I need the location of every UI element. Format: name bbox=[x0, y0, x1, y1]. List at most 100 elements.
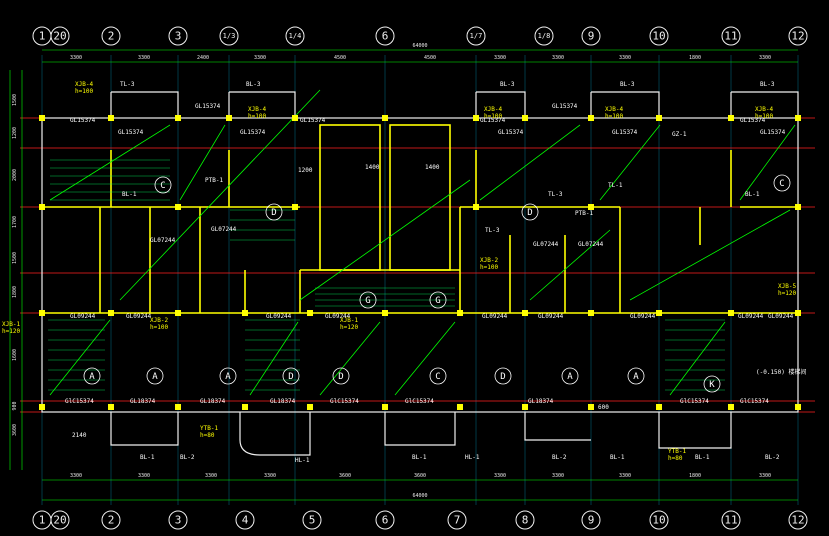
beam-label: TL-3 bbox=[548, 191, 563, 198]
axis-label-top: 20 bbox=[53, 30, 66, 43]
axis-label-bottom: 11 bbox=[724, 514, 737, 527]
dim-label: 1200 bbox=[298, 167, 313, 174]
slab-label: PTB-1 bbox=[205, 177, 223, 184]
side-dim: 1500 bbox=[12, 252, 18, 264]
yellow-beams bbox=[42, 124, 798, 314]
beam-label: HL-1 bbox=[295, 457, 310, 464]
dim-label: 1400 bbox=[425, 164, 440, 171]
beam-label: BL-1 bbox=[122, 191, 137, 198]
side-dim: 1200 bbox=[12, 127, 18, 139]
axis-label-bottom: 9 bbox=[588, 514, 595, 527]
slab-label: XJB-4 bbox=[605, 106, 623, 113]
side-dim: 1600 bbox=[12, 349, 18, 361]
beam-label: GlC15374 bbox=[680, 398, 709, 405]
side-dim: 1500 bbox=[12, 94, 18, 106]
axis-label-top: 1/3 bbox=[223, 32, 236, 40]
axis-label-top: 1/8 bbox=[538, 32, 551, 40]
beam-label: HL-1 bbox=[465, 454, 480, 461]
slab-label: h=120 bbox=[2, 328, 20, 335]
slab-label: XJB-2 bbox=[150, 317, 168, 324]
slab-label: h=100 bbox=[75, 88, 93, 95]
columns bbox=[39, 115, 801, 410]
beam-label: GlC15374 bbox=[330, 398, 359, 405]
bottom-dim: 3300 bbox=[619, 473, 631, 479]
slab-label: XJB-4 bbox=[484, 106, 502, 113]
beam-label: BL-1 bbox=[610, 454, 625, 461]
room-letter: A bbox=[89, 372, 95, 382]
axis-label-bottom: 12 bbox=[791, 514, 804, 527]
top-dim: 3300 bbox=[619, 55, 631, 61]
dimension-texts: 64000 3300 3300 2400 3300 4500 4500 3300… bbox=[12, 43, 771, 499]
axis-label-bottom: 20 bbox=[53, 514, 66, 527]
room-letter: D bbox=[338, 372, 343, 382]
room-letter: D bbox=[500, 372, 505, 382]
bottom-dim: 3300 bbox=[759, 473, 771, 479]
slab-label: XJB-2 bbox=[480, 257, 498, 264]
beam-label: BL-1 bbox=[140, 454, 155, 461]
room-letter: A bbox=[225, 372, 231, 382]
rebar-diagonals bbox=[49, 89, 796, 396]
top-dim: 3300 bbox=[494, 55, 506, 61]
axis-label-bottom: 4 bbox=[242, 514, 249, 527]
beam-label: GL18374 bbox=[130, 398, 156, 405]
top-dim: 1800 bbox=[689, 55, 701, 61]
axis-label-top: 6 bbox=[382, 30, 389, 43]
room-letter: K bbox=[709, 380, 715, 390]
beam-label: GL18374 bbox=[200, 398, 226, 405]
beam-label: BL-2 bbox=[765, 454, 780, 461]
top-dim: 4500 bbox=[424, 55, 436, 61]
axis-label-top: 11 bbox=[724, 30, 737, 43]
axis-label-top: 1/7 bbox=[470, 32, 483, 40]
beam-label: GL07244 bbox=[150, 237, 176, 244]
axis-label-top: 3 bbox=[175, 30, 182, 43]
note-label: (-0.150) 楼梯间 bbox=[756, 368, 807, 376]
beam-label: GL15374 bbox=[300, 117, 326, 124]
dim-label: 1400 bbox=[365, 164, 380, 171]
beam-label: BL-1 bbox=[412, 454, 427, 461]
side-dim: 900 bbox=[12, 401, 18, 410]
beam-label: GL07244 bbox=[533, 241, 559, 248]
side-dim: 1800 bbox=[12, 286, 18, 298]
beam-label: GL09244 bbox=[630, 313, 656, 320]
axis-label-bottom: 10 bbox=[652, 514, 665, 527]
side-dim: 2000 bbox=[12, 169, 18, 181]
slab-label: h=120 bbox=[340, 324, 358, 331]
slab-label: h=100 bbox=[248, 113, 266, 120]
beam-label: BL-3 bbox=[246, 81, 261, 88]
slab-label: h=100 bbox=[484, 113, 502, 120]
beam-label: GL15374 bbox=[760, 129, 786, 136]
room-letter: C bbox=[160, 181, 165, 191]
slab-label: h=100 bbox=[480, 264, 498, 271]
beam-label: GL15374 bbox=[480, 117, 506, 124]
slab-hatching bbox=[48, 159, 725, 391]
beam-label: GL18374 bbox=[270, 398, 296, 405]
beam-label: GL15374 bbox=[240, 129, 266, 136]
beam-label: GL09244 bbox=[538, 313, 564, 320]
beam-label: GL09244 bbox=[482, 313, 508, 320]
axis-grid-lines bbox=[41, 55, 799, 505]
bottom-dim: 3300 bbox=[70, 473, 82, 479]
beam-label: GL09244 bbox=[266, 313, 292, 320]
dim-label: 2140 bbox=[72, 432, 87, 439]
beam-label: BL-3 bbox=[760, 81, 775, 88]
slab-label: YTB-1 bbox=[200, 425, 218, 432]
axis-label-bottom: 8 bbox=[522, 514, 529, 527]
axis-label-top: 1/4 bbox=[289, 32, 302, 40]
bottom-axis-bubbles: 1 20 2 3 4 5 6 7 8 9 10 11 12 bbox=[32, 510, 808, 530]
slab-label: XJB-4 bbox=[248, 106, 266, 113]
room-letter: G bbox=[365, 296, 370, 306]
beam-label: TL-3 bbox=[120, 81, 135, 88]
beam-label: BL-2 bbox=[552, 454, 567, 461]
beam-label: GL09244 bbox=[126, 313, 152, 320]
beam-label: BL-1 bbox=[745, 191, 760, 198]
beam-label: GlC15374 bbox=[740, 398, 769, 405]
beam-label: GL15374 bbox=[740, 117, 766, 124]
axis-label-bottom: 3 bbox=[175, 514, 182, 527]
bottom-dim: 1800 bbox=[689, 473, 701, 479]
beam-label: GlC15374 bbox=[65, 398, 94, 405]
beam-label: BL-3 bbox=[620, 81, 635, 88]
axis-label-bottom: 7 bbox=[454, 514, 461, 527]
side-dim: 1700 bbox=[12, 216, 18, 228]
beam-label: GL15374 bbox=[612, 129, 638, 136]
